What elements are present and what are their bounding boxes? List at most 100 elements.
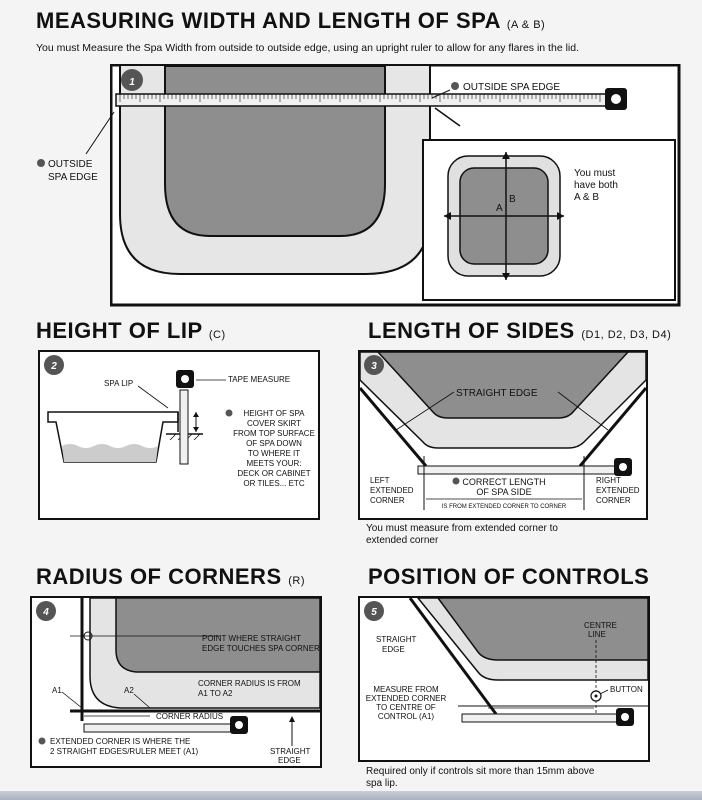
height-line-2: COVER SKIRT — [247, 419, 301, 428]
right-corner-line-1: RIGHT — [596, 476, 621, 485]
leader-right-top — [431, 89, 451, 99]
left-corner-line-1: LEFT — [370, 476, 390, 485]
section3-title-sub: (D1, D2, D3, D4) — [581, 329, 672, 341]
straight-edge-left — [358, 387, 428, 467]
spa-lip-leader — [137, 385, 169, 409]
spa-top-inner — [376, 351, 630, 419]
window-bottom-strip — [0, 791, 702, 800]
straight-line-2-s4: EDGE — [278, 756, 301, 765]
corner-spa-inner — [115, 597, 321, 673]
section5-note-line-1: Required only if controls sit more than … — [366, 766, 595, 777]
section4-title-text: RADIUS OF CORNERS — [36, 564, 282, 589]
diagram-1-width-length: 1 OUTSIDE SPA EDGE A B You must have bot… — [110, 64, 681, 307]
height-line-8: OR TILES... ETC — [243, 479, 304, 488]
bullet-outside-right — [451, 82, 459, 90]
tape-measure-3 — [417, 465, 629, 475]
step-badge-5 — [364, 601, 384, 621]
leader-right-arrow — [434, 107, 461, 127]
extended-line-2: 2 STRAIGHT EDGES/RULER MEET (A1) — [50, 747, 199, 756]
left-corner-line-3: CORNER — [370, 496, 405, 505]
control-straight-edge — [408, 597, 498, 715]
tape-measure-2 — [179, 389, 189, 465]
straight-edge-arrow-4-head — [289, 716, 295, 722]
right-corner-line-3: CORNER — [596, 496, 631, 505]
a1-leader — [61, 691, 83, 709]
a2-leader — [133, 693, 151, 709]
label-a2: A2 — [124, 686, 134, 695]
must-line-3: A & B — [574, 192, 599, 203]
straight-line-2-s5: EDGE — [382, 645, 405, 654]
tape-case-3-reel — [619, 463, 627, 471]
step-badge-1 — [121, 69, 143, 91]
point-line-2: EDGE TOUCHES SPA CORNER — [202, 644, 320, 653]
section1-intro: You must Measure the Spa Width from outs… — [36, 42, 579, 54]
must-line-1: You must — [574, 168, 616, 179]
bullet-outside-left — [37, 159, 45, 167]
tape-case-5-reel — [621, 713, 629, 721]
button-label: BUTTON — [610, 685, 643, 694]
tape-measure-5 — [461, 713, 623, 723]
section3-title: LENGTH OF SIDES (D1, D2, D3, D4) — [368, 318, 671, 344]
section1-title: MEASURING WIDTH AND LENGTH OF SPA (A & B… — [36, 8, 545, 34]
step-badge-1-text: 1 — [129, 77, 135, 88]
diagram-5-controls: 5 STRAIGHT EDGE CENTRE LINE BUTTON MEASU… — [358, 596, 650, 762]
step-badge-4 — [36, 601, 56, 621]
tape-ticks-1 — [119, 94, 601, 102]
height-line-6: MEETS YOUR: — [247, 459, 302, 468]
section4-title-sub: (R) — [288, 575, 306, 587]
height-line-3: FROM TOP SURFACE — [233, 429, 315, 438]
control-spa-inner — [436, 597, 649, 661]
must-line-2: have both — [574, 180, 618, 191]
tape-measure-1 — [115, 93, 612, 107]
straight-edge-right — [578, 387, 648, 467]
outside-edge-left-line-2: SPA EDGE — [48, 172, 98, 183]
section5-title-text: POSITION OF CONTROLS — [368, 564, 650, 589]
height-arrow-heads — [193, 412, 199, 432]
straight-edge-leader-right — [557, 391, 609, 431]
section1-title-text: MEASURING WIDTH AND LENGTH OF SPA — [36, 8, 501, 33]
right-corner-line-2: EXTENDED — [596, 486, 640, 495]
bullet-extended-corner — [38, 737, 46, 745]
height-line-4: OF SPA DOWN — [246, 439, 302, 448]
corner-to-corner-label: IS FROM EXTENDED CORNER TO CORNER — [442, 504, 567, 510]
point-line-1: POINT WHERE STRAIGHT — [202, 634, 301, 643]
measure-line-4: CONTROL (A1) — [378, 712, 434, 721]
section2-title-sub: (C) — [208, 329, 226, 341]
correct-length-line-1: CORRECT LENGTH — [462, 477, 545, 487]
diagram-3-side-length: 3 STRAIGHT EDGE LEFT EXTENDED CORNER RIG… — [358, 350, 648, 520]
step-badge-4-text: 4 — [42, 607, 49, 618]
diagram-2-lip-height: 2 SPA LIP TAPE MEASURE HEIGHT OF SPACOVE… — [38, 350, 320, 520]
section3-note-line-2: extended corner — [366, 535, 439, 546]
outside-edge-left-label: OUTSIDE SPA EDGE — [37, 159, 98, 183]
step-badge-3 — [364, 355, 384, 375]
tape-case-4-reel — [235, 721, 243, 729]
outside-edge-left-line-1: OUTSIDE — [48, 159, 93, 170]
radius-line-2: A1 TO A2 — [198, 689, 233, 698]
label-a1: A1 — [52, 686, 62, 695]
section2-title: HEIGHT OF LIP (C) — [36, 318, 226, 344]
corner-radius-label: CORNER RADIUS — [156, 712, 223, 721]
spa-inner-well — [164, 65, 386, 237]
correct-length-line-2: OF SPA SIDE — [476, 487, 531, 497]
diagram-4-corner-radius: 4 POINT WHERE STRAIGHT EDGE TOUCHES SPA … — [30, 596, 322, 768]
tape-case-2-reel — [181, 375, 189, 383]
bullet-correct-length — [452, 477, 460, 485]
height-line-5: TO WHERE IT — [248, 449, 300, 458]
section5-note: Required only if controls sit more than … — [366, 766, 594, 790]
radius-line-1: CORNER RADIUS IS FROM — [198, 679, 301, 688]
straight-edge-leader-left — [395, 391, 455, 431]
outside-edge-right-label: OUTSIDE SPA EDGE — [463, 82, 560, 93]
section5-note-line-2: spa lip. — [366, 778, 398, 789]
bullet-height — [225, 409, 233, 417]
tub-water — [62, 444, 158, 462]
section2-title-text: HEIGHT OF LIP — [36, 318, 203, 343]
step-badge-5-text: 5 — [371, 607, 377, 618]
measure-line-2: EXTENDED CORNER — [366, 694, 447, 703]
section3-note-line-1: You must measure from extended corner to — [366, 523, 558, 534]
leader-left — [85, 111, 115, 155]
tape-case-1-reel — [611, 94, 621, 104]
straight-edge-label: STRAIGHT EDGE — [456, 388, 538, 399]
measure-line-3: TO CENTRE OF — [376, 703, 436, 712]
